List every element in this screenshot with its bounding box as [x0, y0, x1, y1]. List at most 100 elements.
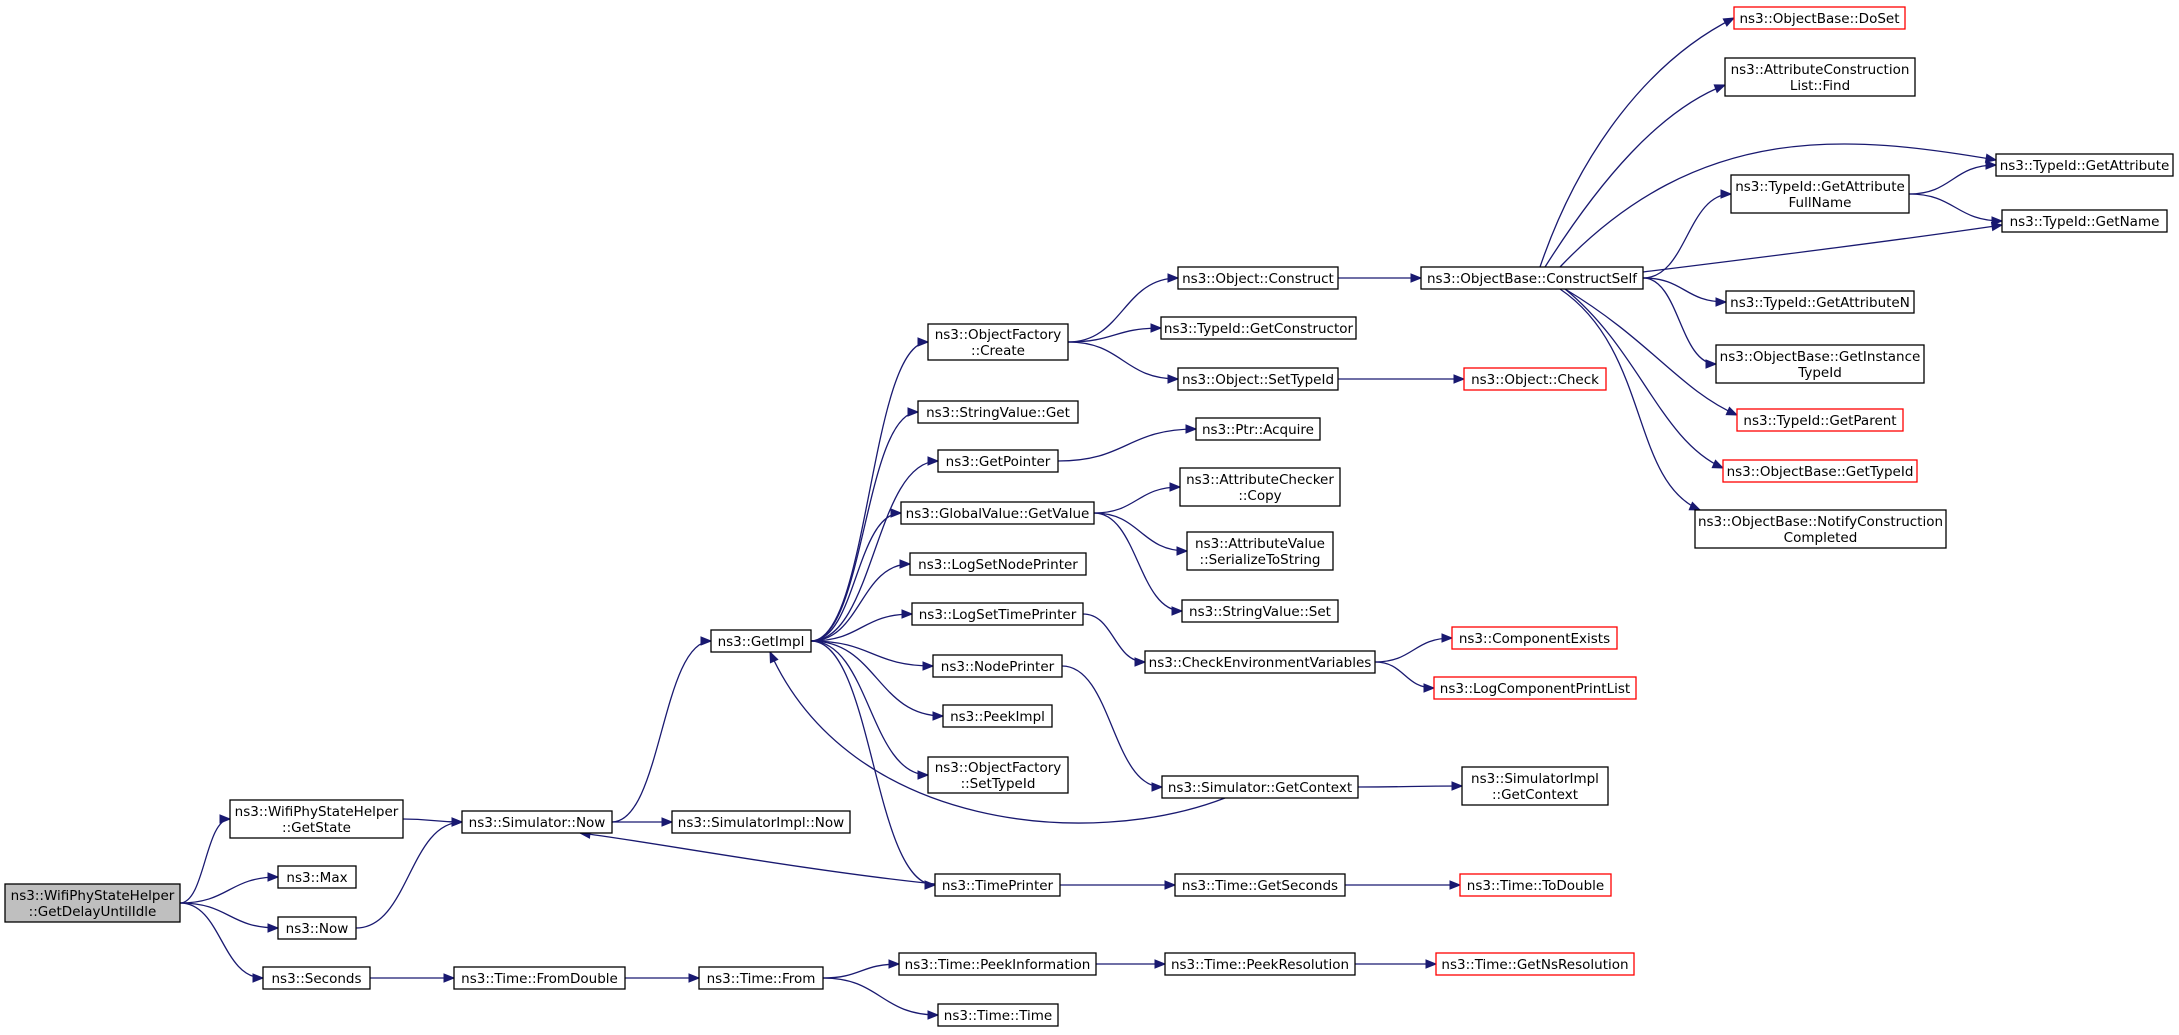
node-box	[1160, 316, 1357, 340]
node-label: ns3::ObjectBase::DoSet	[1739, 11, 1899, 27]
node-box	[1995, 153, 2174, 177]
arrow-head	[1722, 17, 1736, 27]
edge-time_peekinfo-time_peekres	[1096, 959, 1167, 969]
arrow-head	[1151, 782, 1164, 792]
edge-time_getseconds-time_todouble	[1344, 880, 1462, 890]
node-time_getseconds[interactable]: ns3::Time::GetSeconds	[1174, 873, 1346, 897]
arrow-head	[924, 880, 937, 890]
node-label: ns3::AttributeChecker	[1186, 472, 1334, 488]
node-logcompprintlist[interactable]: ns3::LogComponentPrintList	[1433, 676, 1637, 700]
node-simimpl_getcontext[interactable]: ns3::SimulatorImpl::GetContext	[1461, 766, 1609, 806]
node-ptr_acquire[interactable]: ns3::Ptr::Acquire	[1195, 417, 1321, 441]
edge-line	[810, 411, 919, 642]
node-time_from[interactable]: ns3::Time::From	[698, 966, 824, 990]
node-obj_settypeid[interactable]: ns3::Object::SetTypeId	[1177, 367, 1339, 391]
node-label: ns3::GetImpl	[718, 634, 805, 650]
edge-tid_getattrfullname-tid_getattribute	[1908, 160, 1998, 195]
node-box	[1461, 766, 1609, 806]
edge-line	[1082, 613, 1146, 663]
node-tid_getattribute[interactable]: ns3::TypeId::GetAttribute	[1995, 153, 2174, 177]
arrow-head	[1167, 273, 1180, 283]
edge-timeprinter-sim_now	[578, 829, 936, 885]
node-label: ns3::LogComponentPrintList	[1440, 681, 1630, 697]
node-of_settypeid[interactable]: ns3::ObjectFactory::SetTypeId	[927, 756, 1069, 794]
node-time_getnsres[interactable]: ns3::Time::GetNsResolution	[1435, 952, 1635, 976]
edge-line	[1544, 84, 1726, 268]
node-tid_getparent[interactable]: ns3::TypeId::GetParent	[1736, 408, 1904, 432]
node-time_todouble[interactable]: ns3::Time::ToDouble	[1459, 873, 1612, 897]
node-label: ns3::Object::Check	[1471, 372, 1599, 388]
node-box	[898, 952, 1097, 976]
edge-getimpl-getpointer	[810, 456, 940, 642]
node-root[interactable]: ns3::WifiPhyStateHelper::GetDelayUntilId…	[4, 883, 181, 923]
node-sim_now[interactable]: ns3::Simulator::Now	[461, 810, 613, 834]
node-time_fromdouble[interactable]: ns3::Time::FromDouble	[453, 966, 626, 990]
node-label: ns3::LogSetTimePrinter	[919, 607, 1077, 623]
node-av_serialize[interactable]: ns3::AttributeValue::SerializeToString	[1186, 531, 1334, 571]
edge-gv_getvalue-sv_set	[1093, 512, 1184, 616]
edge-getimpl-sv_get	[810, 407, 920, 642]
node-getpointer[interactable]: ns3::GetPointer	[937, 449, 1059, 473]
node-time_peekinfo[interactable]: ns3::Time::PeekInformation	[898, 952, 1097, 976]
edge-ob_constructself-ob_doset	[1539, 17, 1736, 268]
node-max[interactable]: ns3::Max	[277, 865, 357, 889]
node-simimpl_now[interactable]: ns3::SimulatorImpl::Now	[671, 810, 851, 834]
arrow-head	[917, 770, 930, 780]
node-time_time[interactable]: ns3::Time::Time	[937, 1003, 1059, 1027]
node-sim_getcontext[interactable]: ns3::Simulator::GetContext	[1161, 775, 1359, 799]
node-lognodeprinter[interactable]: ns3::LogSetNodePrinter	[909, 552, 1087, 576]
edge-line	[1067, 327, 1162, 343]
node-label: ns3::CheckEnvironmentVariables	[1149, 655, 1372, 671]
call-nodes: ns3::WifiPhyStateHelper::GetDelayUntilId…	[4, 6, 2174, 1027]
edge-time_fromdouble-time_from	[625, 973, 701, 983]
node-sv_set[interactable]: ns3::StringValue::Set	[1181, 599, 1339, 623]
node-ac_copy[interactable]: ns3::AttributeChecker::Copy	[1179, 467, 1341, 507]
node-ob_constructself[interactable]: ns3::ObjectBase::ConstructSelf	[1420, 266, 1644, 290]
node-ob_doset[interactable]: ns3::ObjectBase::DoSet	[1733, 6, 1906, 30]
node-ob_gettypeid[interactable]: ns3::ObjectBase::GetTypeId	[1722, 459, 1918, 483]
node-nodeprinter[interactable]: ns3::NodePrinter	[932, 654, 1063, 678]
node-box	[937, 1003, 1059, 1027]
node-peekimpl[interactable]: ns3::PeekImpl	[942, 704, 1053, 728]
node-label: ns3::ObjectBase::NotifyConstruction	[1698, 514, 1943, 530]
node-box	[1694, 509, 1947, 549]
node-now[interactable]: ns3::Now	[277, 916, 357, 940]
node-label: ns3::Simulator::GetContext	[1168, 780, 1352, 796]
node-box	[1195, 417, 1321, 441]
edge-logtimeprinter-checkenv	[1082, 613, 1147, 667]
node-gv_getvalue[interactable]: ns3::GlobalValue::GetValue	[900, 501, 1095, 525]
edge-getimpl-logtimeprinter	[810, 609, 914, 642]
node-tid_getconstructor[interactable]: ns3::TypeId::GetConstructor	[1160, 316, 1357, 340]
node-wps_getstate[interactable]: ns3::WifiPhyStateHelper::GetState	[229, 799, 404, 839]
node-ob_notifycc[interactable]: ns3::ObjectBase::NotifyConstructionCompl…	[1694, 509, 1947, 549]
edge-getimpl-lognodeprinter	[810, 559, 912, 642]
edge-sim_getcontext-getimpl	[769, 650, 1226, 824]
node-box	[453, 966, 626, 990]
node-label: ns3::Object::Construct	[1182, 271, 1334, 287]
node-box	[1725, 290, 1915, 314]
node-time_peekres[interactable]: ns3::Time::PeekResolution	[1164, 952, 1356, 976]
node-componentexists[interactable]: ns3::ComponentExists	[1451, 626, 1618, 650]
arrow-head	[1725, 406, 1739, 416]
node-label: ::SetTypeId	[961, 776, 1036, 792]
node-getimpl[interactable]: ns3::GetImpl	[710, 629, 812, 653]
edge-line	[810, 640, 929, 776]
node-seconds[interactable]: ns3::Seconds	[262, 966, 371, 990]
node-logtimeprinter[interactable]: ns3::LogSetTimePrinter	[911, 602, 1084, 626]
node-label: TypeId	[1797, 365, 1842, 381]
node-sv_get[interactable]: ns3::StringValue::Get	[917, 400, 1079, 424]
node-obj_check[interactable]: ns3::Object::Check	[1463, 367, 1607, 391]
node-label: FullName	[1789, 195, 1852, 211]
edge-ob_constructself-ob_notifycc	[1559, 288, 1702, 511]
node-obj_construct[interactable]: ns3::Object::Construct	[1177, 266, 1339, 290]
node-box	[900, 501, 1095, 525]
node-tid_getname[interactable]: ns3::TypeId::GetName	[2001, 209, 2168, 233]
node-timeprinter[interactable]: ns3::TimePrinter	[934, 873, 1061, 897]
node-of_create[interactable]: ns3::ObjectFactory::Create	[927, 323, 1069, 361]
node-checkenv[interactable]: ns3::CheckEnvironmentVariables	[1144, 650, 1376, 674]
node-tid_getattributen[interactable]: ns3::TypeId::GetAttributeN	[1725, 290, 1915, 314]
